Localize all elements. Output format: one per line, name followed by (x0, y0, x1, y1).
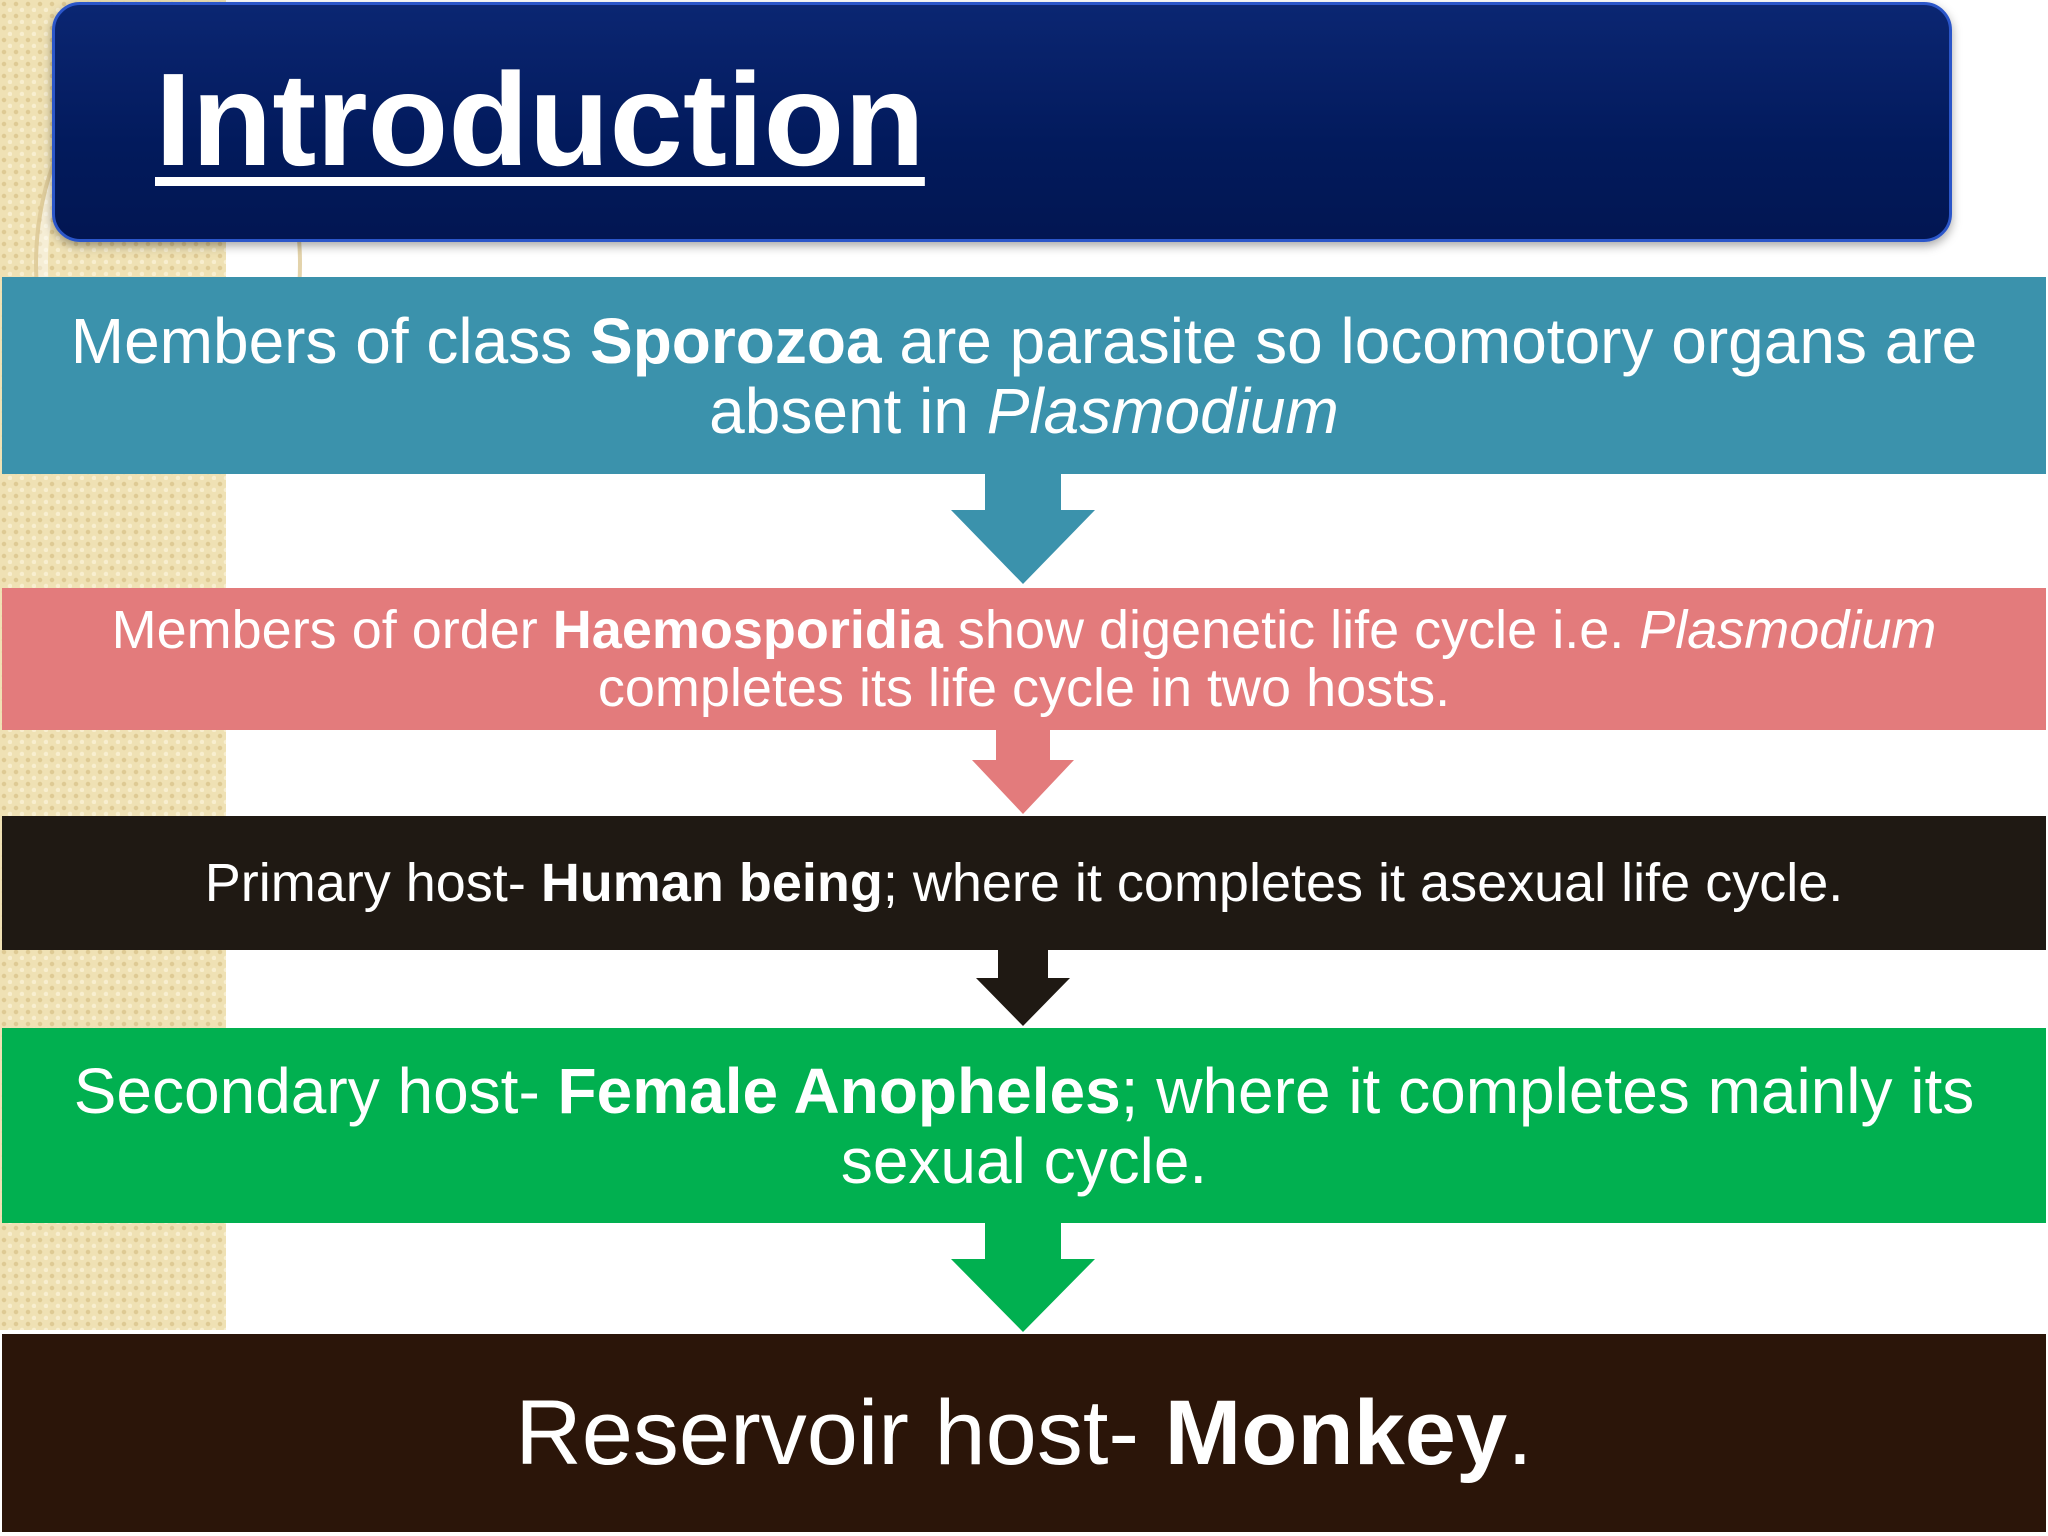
title-banner: Introduction (52, 2, 1952, 242)
flow-box-reservoir-host: Reservoir host- Monkey. (2, 1334, 2046, 1532)
flow-box-primary-host: Primary host- Human being; where it comp… (2, 816, 2046, 950)
italic-term: Plasmodium (1639, 600, 1937, 660)
text-segment: Primary host- (204, 853, 541, 913)
down-arrow-icon (951, 1223, 1095, 1332)
text-segment: completes its life cycle in two hosts. (597, 658, 1451, 718)
text-segment: are parasite so locomotory organs are ab… (709, 304, 1978, 447)
flow-box-text: Secondary host- Female Anopheles; where … (42, 1056, 2006, 1196)
flow-box-text: Reservoir host- Monkey. (515, 1383, 1532, 1483)
slide-title: Introduction (155, 46, 925, 193)
flow-box-sporozoa: Members of class Sporozoa are parasite s… (2, 277, 2046, 474)
bold-term: Female Anopheles (557, 1054, 1121, 1127)
down-arrow-icon (951, 474, 1095, 584)
bold-term: Human being (540, 853, 883, 913)
text-segment: Reservoir host- (515, 1382, 1165, 1484)
flow-box-text: Members of class Sporozoa are parasite s… (42, 306, 2006, 446)
text-segment: ; where it completes it asexual life cyc… (882, 853, 1844, 913)
down-arrow-icon (972, 730, 1074, 814)
flow-box-text: Members of order Haemosporidia show dige… (42, 601, 2006, 717)
flow-box-secondary-host: Secondary host- Female Anopheles; where … (2, 1028, 2046, 1223)
text-segment: Members of order (111, 600, 553, 660)
bold-term: Haemosporidia (552, 600, 943, 660)
text-segment: Secondary host- (73, 1054, 558, 1127)
bold-term: Monkey (1164, 1382, 1508, 1484)
text-segment: Members of class (70, 304, 591, 377)
text-segment: . (1507, 1382, 1533, 1484)
flow-box-haemosporidia: Members of order Haemosporidia show dige… (2, 588, 2046, 730)
text-segment: show digenetic life cycle i.e. (942, 600, 1640, 660)
italic-term: Plasmodium (986, 374, 1339, 447)
text-segment: ; where it completes mainly its sexual c… (840, 1054, 1975, 1197)
bold-term: Sporozoa (590, 304, 882, 377)
down-arrow-icon (976, 950, 1070, 1026)
flow-box-text: Primary host- Human being; where it comp… (205, 853, 1843, 913)
